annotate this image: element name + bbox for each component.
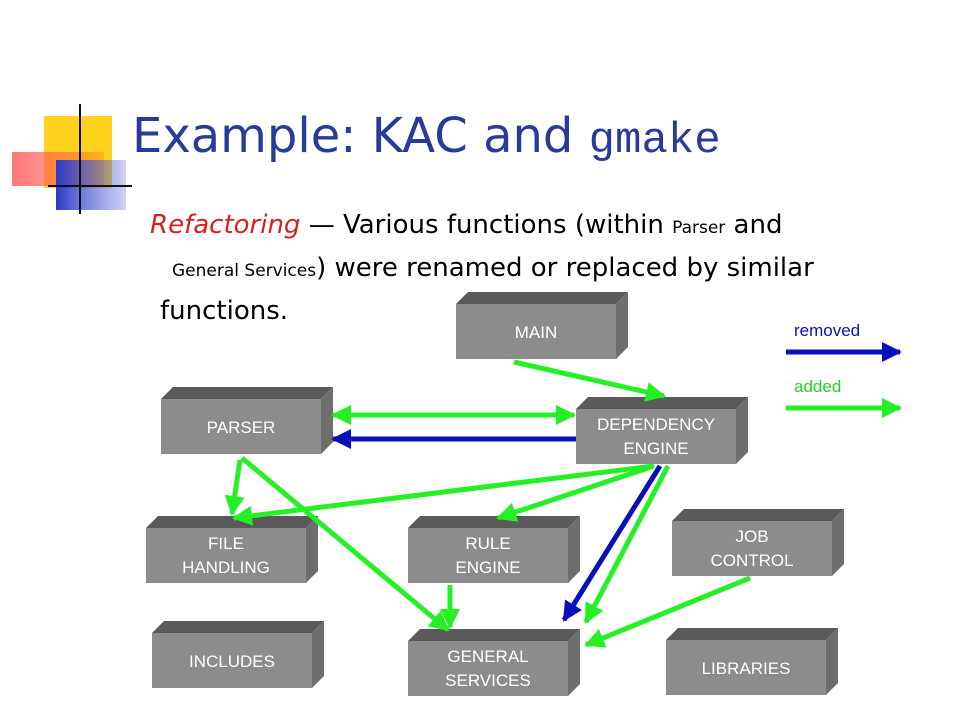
box-dependency-engine: DEPENDENCY ENGINE [576,397,748,464]
box-parser-label-line-1: PARSER [207,418,276,437]
body-paragraph: Refactoring — Various functions (within … [150,205,940,331]
corner-decoration [12,104,132,214]
box-main-label-line-1: MAIN [515,323,558,342]
slide-title: Example: KAC and gmake [132,108,721,166]
box-includes-label-line-1: INCLUDES [189,652,275,671]
box-file-handling-label: FILE HANDLING [182,534,270,577]
dependency-arrows [224,359,751,648]
box-main: MAIN [456,292,628,359]
box-dependency-engine-label: DEPENDENCY ENGINE [597,415,715,458]
box-parser-label: PARSER [207,418,276,437]
box-general-services-label: GENERAL SERVICES [445,647,531,690]
body-part3: ) were renamed or replaced by similar [316,253,814,283]
edge-dependency-engine-to-general-services-removed [561,464,663,622]
edge-parser-to-general-services [240,456,450,632]
box-includes: INCLUDES [152,621,324,688]
box-rule-engine-label: RULE ENGINE [455,534,520,577]
box-job-control-label: JOB CONTROL [710,527,793,570]
box-file-handling-label-line-2: HANDLING [182,558,270,577]
box-includes-label: INCLUDES [189,652,275,671]
edge-dependency-engine-to-rule-engine [496,463,655,522]
box-general-services: GENERAL SERVICES [408,629,580,696]
box-dependency-engine-label-line-1: DEPENDENCY [597,415,715,434]
edge-job-control-to-general-services [584,575,751,648]
box-libraries: LIBRARIES [666,628,838,695]
box-libraries-label: LIBRARIES [702,659,791,678]
box-parser: PARSER [161,387,333,454]
box-job-control-label-line-2: CONTROL [710,551,793,570]
body-dash: — [300,210,343,240]
body-parser: Parser [672,218,726,238]
title-text: Example: KAC and [132,108,589,164]
body-part1: Various functions (within [342,210,673,240]
body-part2: and [725,210,783,240]
box-general-services-label-line-1: GENERAL [447,647,528,666]
box-libraries-label-line-1: LIBRARIES [702,659,791,678]
legend: removed added [786,321,902,418]
edge-main-to-dependency-engine [513,359,666,402]
edge-parser-to-file-handling [224,459,245,516]
legend-removed-label: removed [794,321,860,340]
box-file-handling: FILE HANDLING [146,516,318,583]
component-boxes: MAIN PARSER DEPENDENCY ENGINE FILE HANDLIN… [146,292,844,696]
box-job-control-label-line-1: JOB [735,527,768,546]
box-general-services-label-line-2: SERVICES [445,671,531,690]
body-lead: Refactoring [150,210,301,240]
edge-dependency-engine-to-file-handling [232,463,655,526]
box-file-handling-label-line-1: FILE [208,534,244,553]
body-part4: functions. [160,296,289,326]
body-general-services: General Services [172,261,317,281]
box-job-control: JOB CONTROL [672,509,844,576]
title-code: gmake [588,116,721,166]
box-rule-engine-label-line-1: RULE [465,534,510,553]
legend-added-label: added [794,377,841,396]
edge-dependency-engine-to-general-services [583,464,671,624]
box-dependency-engine-label-line-2: ENGINE [623,439,688,458]
box-main-label: MAIN [515,323,558,342]
box-rule-engine: RULE ENGINE [408,516,580,583]
box-rule-engine-label-line-2: ENGINE [455,558,520,577]
